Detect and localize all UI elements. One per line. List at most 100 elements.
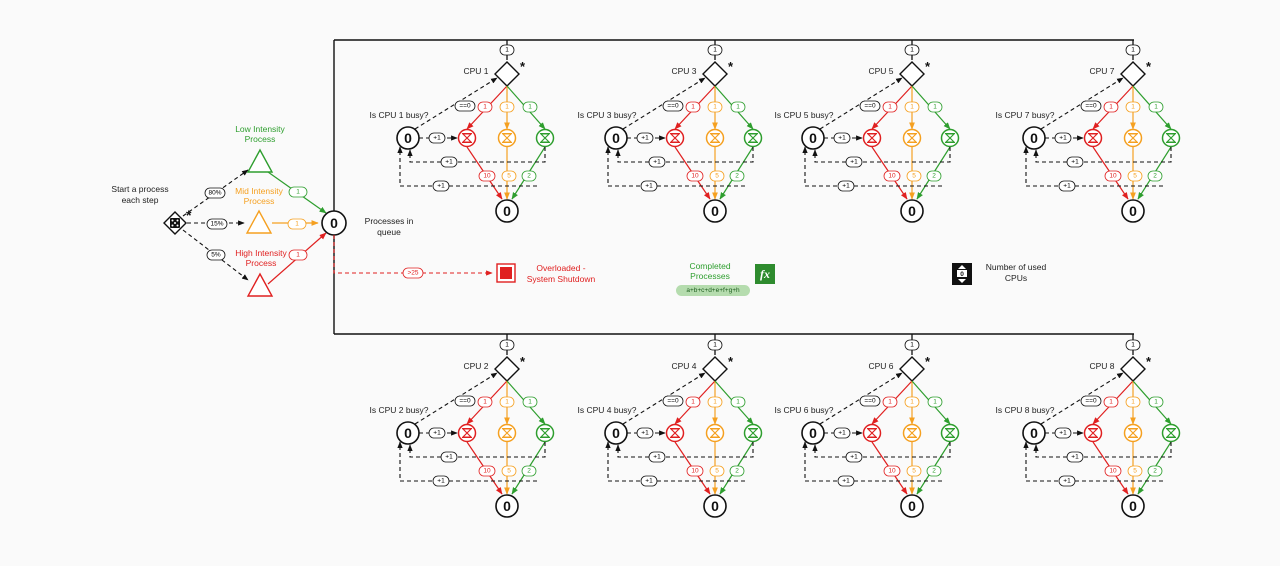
pool-increment-tag: +1: [1054, 427, 1072, 439]
pool-increment-tag: +1: [636, 427, 654, 439]
busy-check-edge: [414, 372, 498, 425]
svg-text:1: 1: [528, 399, 532, 406]
cpu-completed-count: 0: [711, 203, 719, 219]
busy-check-tag: ==0: [662, 395, 684, 407]
mid-weight-tag: 1: [287, 218, 307, 230]
svg-text:2: 2: [932, 468, 936, 475]
svg-text:Process: Process: [245, 134, 276, 144]
completed-processes: Completed Processes a+b+c+d+e+f+g+h fx: [676, 261, 775, 296]
cpu-gate-diamond: [494, 356, 520, 382]
return-loop-edge-2: [605, 146, 745, 187]
branch-weight-low: 1: [730, 396, 746, 408]
branch-weight-low: 1: [1148, 396, 1164, 408]
edge-high-probability: 5%: [206, 249, 226, 261]
low-weight-tag: 1: [288, 186, 308, 198]
busy-check-tag: ==0: [859, 395, 881, 407]
return-loop-edge-2: [1023, 441, 1163, 482]
branch-weight-high: 1: [882, 101, 898, 113]
busy-check-tag: ==0: [859, 100, 881, 112]
formula-badge: [676, 285, 750, 296]
busy-check-tag: ==0: [662, 100, 684, 112]
return-loop-edge: [1033, 147, 1172, 163]
svg-text:Processes: Processes: [690, 271, 730, 281]
svg-text:Low Intensity: Low Intensity: [235, 124, 285, 134]
cpu-input-weight: 1: [904, 44, 920, 56]
cpu-input-weight: 1: [1125, 339, 1141, 351]
cpu-idle-count: 0: [1030, 130, 1038, 146]
duration-mid-tag: 5: [709, 170, 725, 182]
duration-low-tag: 2: [521, 465, 537, 477]
mid-hourglass-icon: [1123, 128, 1143, 148]
gate-star: *: [1146, 354, 1152, 369]
low-hourglass-icon: [743, 423, 763, 443]
svg-text:2: 2: [932, 173, 936, 180]
svg-text:+1: +1: [445, 159, 453, 166]
cpu-completed-pool: [703, 199, 727, 223]
svg-text:CPUs: CPUs: [1005, 273, 1027, 283]
cpu-completed-count: 0: [503, 498, 511, 514]
branch-weight-high: 1: [882, 396, 898, 408]
svg-text:+1: +1: [1059, 430, 1067, 437]
return-loop-tag-1: +1: [440, 451, 458, 463]
cpu-gate-diamond: [702, 61, 728, 87]
svg-text:1: 1: [483, 104, 487, 111]
svg-text:+1: +1: [850, 159, 858, 166]
cpu-completed-pool: [900, 494, 924, 518]
process-source: Start a process each step *: [111, 184, 192, 235]
svg-text:10: 10: [888, 468, 896, 475]
duration-mid-tag: 5: [709, 465, 725, 477]
svg-text:==0: ==0: [459, 103, 471, 110]
svg-text:10: 10: [483, 468, 491, 475]
branch-weight-mid: 1: [499, 396, 515, 408]
edge-mid-probability: 15%: [206, 218, 228, 230]
return-loop-edge-2: [1023, 146, 1163, 187]
svg-text:+1: +1: [838, 135, 846, 142]
cpu-idle-count: 0: [809, 425, 817, 441]
svg-text:Processes in: Processes in: [365, 216, 414, 226]
cpu-busy-label: Is CPU 8 busy?: [995, 405, 1054, 415]
duration-mid-tag: 5: [1127, 170, 1143, 182]
svg-text:1: 1: [910, 104, 914, 111]
svg-text:2: 2: [1153, 468, 1157, 475]
svg-text:10: 10: [691, 173, 699, 180]
high-hourglass-icon: [665, 423, 685, 443]
mid-intensity-process: Mid Intensity Process: [235, 186, 284, 234]
gate-star: *: [728, 354, 734, 369]
svg-text:Number of used: Number of used: [986, 262, 1047, 272]
svg-text:+1: +1: [653, 159, 661, 166]
svg-text:1: 1: [483, 399, 487, 406]
cpu-name: CPU 5: [868, 66, 893, 76]
svg-text:+1: +1: [437, 183, 445, 190]
svg-text:+1: +1: [1071, 454, 1079, 461]
branch-weight-mid: 1: [904, 396, 920, 408]
branch-weight-low: 1: [522, 396, 538, 408]
svg-text:1: 1: [505, 47, 509, 54]
low-process-triangle: [246, 148, 274, 173]
duration-high-tag: 10: [1104, 170, 1122, 182]
edge-source-low: [182, 169, 249, 217]
return-loop-tag-1: +1: [845, 156, 863, 168]
cpu-gate-diamond: [1120, 356, 1146, 382]
busy-check-edge: [1040, 372, 1124, 425]
busy-check-tag: ==0: [454, 100, 476, 112]
low-hourglass-icon: [1161, 128, 1181, 148]
svg-text:Mid Intensity: Mid Intensity: [235, 186, 283, 196]
branch-weight-mid: 1: [1125, 101, 1141, 113]
svg-text:10: 10: [888, 173, 896, 180]
duration-high-tag: 10: [686, 465, 704, 477]
svg-text:1: 1: [713, 342, 717, 349]
busy-check-edge: [622, 77, 706, 130]
svg-text:==0: ==0: [1085, 398, 1097, 405]
duration-high-tag: 10: [883, 170, 901, 182]
svg-text:1: 1: [691, 399, 695, 406]
duration-low-tag: 2: [521, 170, 537, 182]
return-loop-edge: [615, 147, 754, 163]
return-loop-tag-1: +1: [845, 451, 863, 463]
branch-weight-low: 1: [1148, 101, 1164, 113]
branch-weight-low: 1: [730, 101, 746, 113]
return-loop-tag-1: +1: [440, 156, 458, 168]
branch-weight-low: 1: [927, 396, 943, 408]
used-cpus-register: 0 Number of used CPUs: [952, 262, 1047, 285]
mid-hourglass-icon: [705, 423, 725, 443]
